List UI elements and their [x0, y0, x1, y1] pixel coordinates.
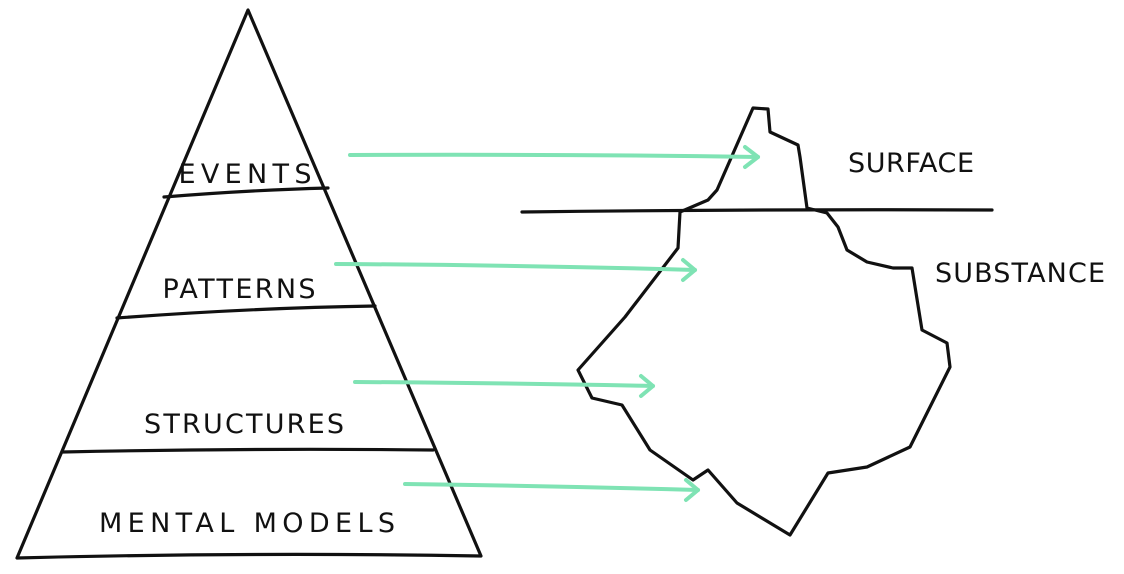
divider-events-patterns: [162, 186, 330, 199]
waterline: [520, 208, 994, 214]
pyramid: EVENTS PATTERNS STRUCTURES MENTAL MODELS: [15, 8, 483, 560]
iceberg-outline: [576, 106, 952, 537]
level-mental-models: MENTAL MODELS: [99, 508, 397, 539]
arrow-structures-to-substance: [353, 374, 655, 398]
iceberg: SURFACE SUBSTANCE: [520, 106, 1107, 537]
surface-label: SURFACE: [848, 148, 976, 179]
divider-structures-mental-models: [61, 447, 435, 454]
level-events: EVENTS: [179, 159, 314, 190]
arrow-mental-models-to-substance: [403, 478, 700, 502]
substance-label: SUBSTANCE: [935, 258, 1107, 289]
level-patterns: PATTERNS: [163, 274, 318, 305]
divider-patterns-structures: [115, 304, 377, 320]
arrow-events-to-surface: [348, 145, 760, 169]
level-structures: STRUCTURES: [144, 409, 346, 440]
arrows: [334, 145, 760, 502]
pyramid-outline: [15, 8, 483, 560]
arrow-patterns-to-substance: [334, 258, 697, 282]
